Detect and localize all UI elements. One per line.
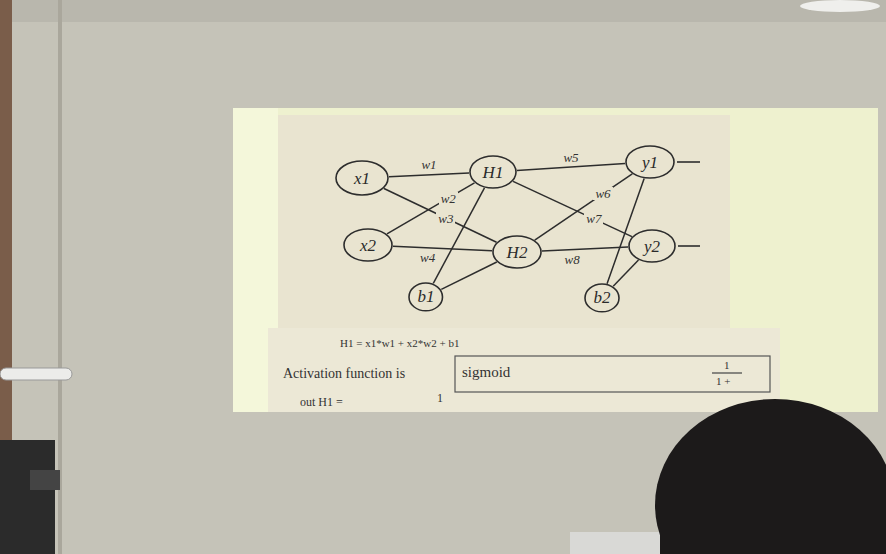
weight-label: w1 [419, 158, 438, 171]
node-ellipse [470, 156, 516, 188]
formula-box [455, 356, 770, 392]
weight-connection [517, 164, 625, 171]
weight-label: w6 [593, 187, 612, 200]
formula-text: sigmoid [462, 364, 510, 381]
weight-label: w4 [418, 251, 437, 264]
formula-text: H1 = x1*w1 + x2*w2 + b1 [340, 337, 459, 349]
node-ellipse [409, 283, 443, 311]
ceiling-light [800, 0, 880, 12]
paper-strip [268, 328, 780, 412]
node-label: y2 [644, 238, 660, 255]
node-label: b1 [418, 288, 435, 305]
node-label: H1 [483, 164, 504, 181]
head [655, 399, 886, 554]
neuron-circle: y2 [628, 229, 676, 263]
pipe [0, 368, 72, 380]
neuron-circle: H1 [469, 155, 517, 189]
node-ellipse [344, 229, 392, 261]
paper [278, 115, 730, 330]
weight-connection [542, 247, 628, 251]
node-ellipse [336, 161, 388, 195]
shoulders [660, 520, 886, 554]
node-label: b2 [594, 289, 611, 306]
node-ellipse [493, 236, 541, 268]
neuron-circle: x1 [335, 160, 389, 196]
neuron-circle: H2 [492, 235, 542, 269]
weight-connection [607, 179, 644, 284]
formula-text: 1 + [716, 375, 730, 387]
weight-label: w7 [584, 212, 603, 225]
output-line [677, 161, 700, 163]
weight-connection [393, 246, 492, 251]
node-label: x2 [360, 237, 376, 254]
node-ellipse [585, 284, 619, 312]
weight-connection [441, 262, 496, 289]
weight-connection [389, 173, 469, 177]
node-label: y1 [642, 154, 658, 171]
formula-text: Activation function is [283, 366, 405, 381]
camera-part [30, 470, 60, 490]
camera [0, 440, 55, 554]
ceiling [0, 0, 886, 22]
output-line [678, 245, 700, 247]
weight-connection [513, 181, 632, 236]
weight-label: w3 [436, 212, 455, 225]
fraction-bar [712, 372, 742, 373]
projection [233, 108, 878, 412]
weight-label: w5 [561, 151, 580, 164]
weight-label: w8 [562, 253, 581, 266]
neuron-circle: x2 [343, 228, 393, 262]
node-ellipse [629, 230, 675, 262]
node-ellipse [626, 146, 674, 178]
neuron-circle: y1 [625, 145, 675, 179]
node-label: H2 [507, 244, 528, 261]
formula-text: 1 [724, 359, 730, 371]
formula-text: out H1 = [300, 396, 343, 409]
node-label: x1 [354, 170, 370, 187]
weight-connection [433, 188, 484, 283]
formula-text: 1 [437, 392, 443, 405]
weight-connection [613, 260, 638, 286]
projector [570, 532, 660, 554]
weight-label: w2 [439, 192, 458, 205]
neuron-circle: b2 [584, 283, 620, 313]
neuron-circle: b1 [408, 282, 444, 312]
